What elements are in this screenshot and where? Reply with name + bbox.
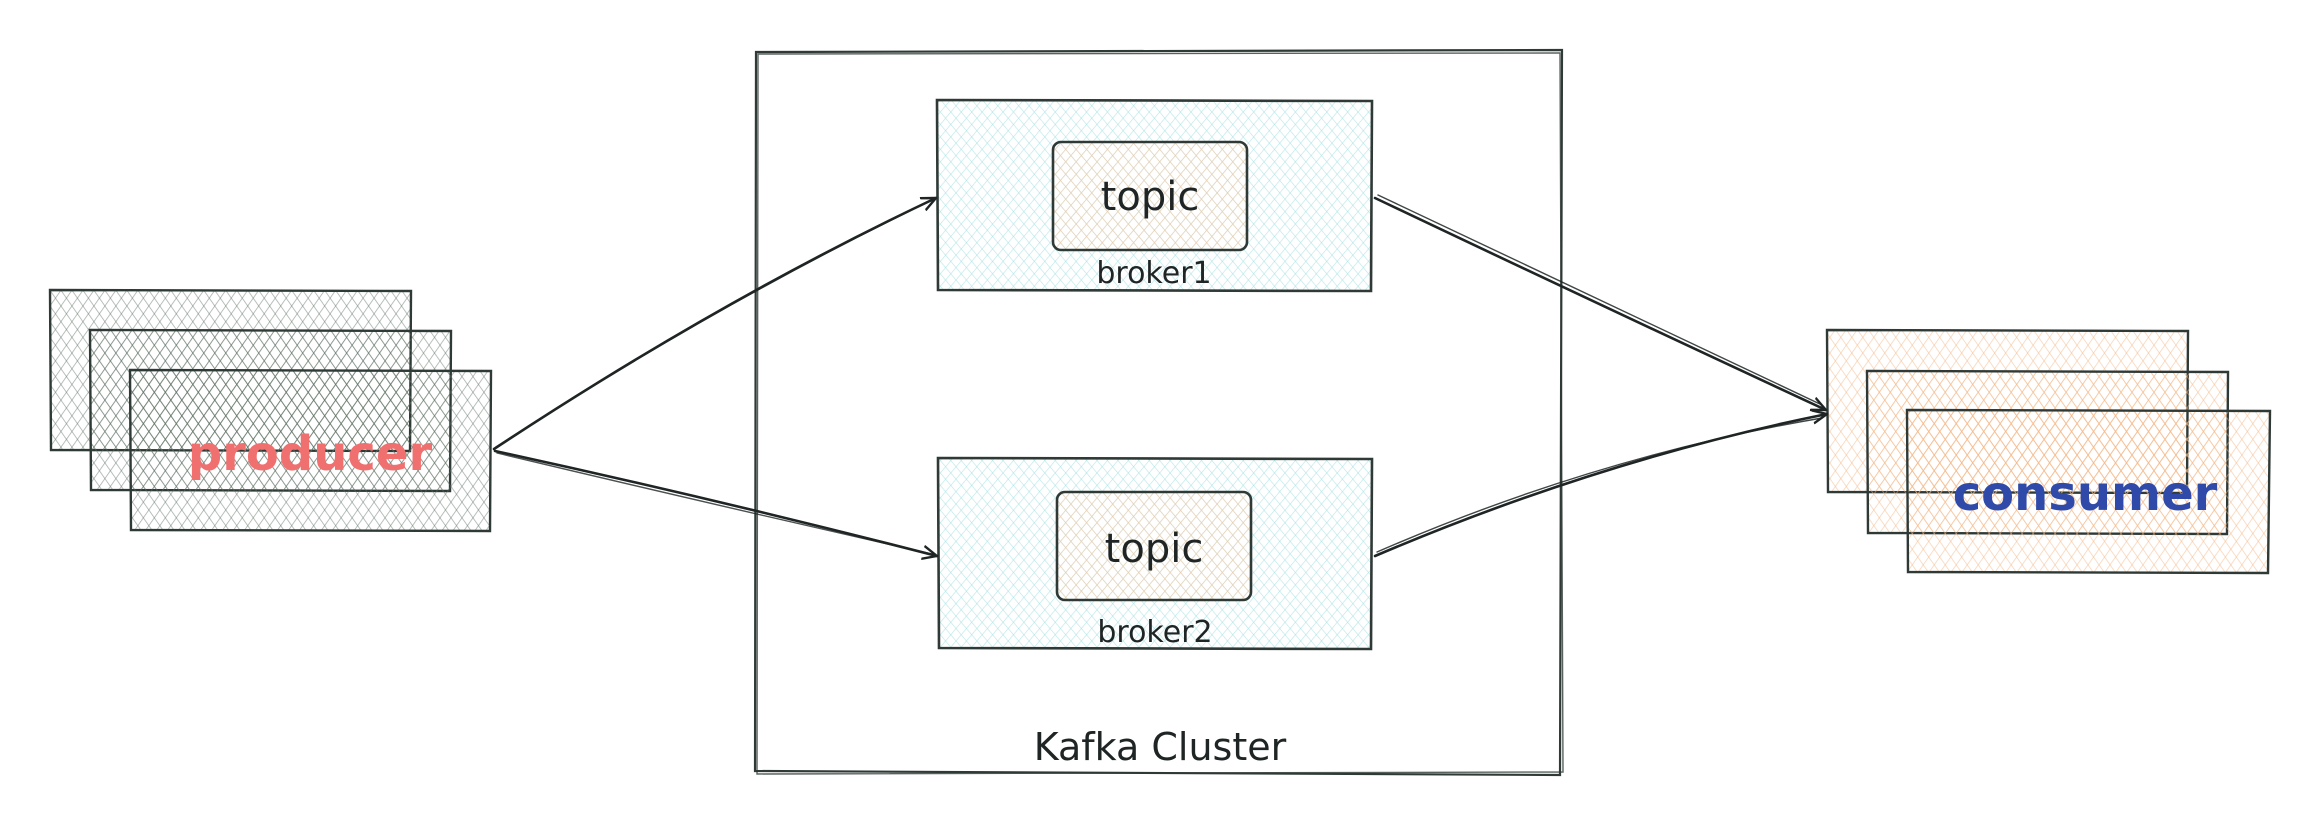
arrow-producer-to-broker2 (493, 449, 939, 556)
arrow-broker2-to-consumer (1373, 414, 1829, 558)
broker2-label: broker2 (1097, 615, 1212, 650)
consumer-card-front (1905, 408, 2272, 575)
arrow-broker2-to-consumer-sketch (1376, 417, 1823, 553)
producer-label: producer (188, 426, 433, 482)
arrow-broker1-to-consumer-sketch (1377, 194, 1823, 406)
broker2-topic-label: topic (1105, 526, 1204, 572)
producer-card-front (128, 368, 493, 533)
arrow-producer-to-broker1-sketch (495, 199, 933, 448)
consumer-stack: consumer (1825, 328, 2272, 575)
arrow-producer-to-broker2-sketch (496, 452, 933, 555)
arrow-producer-to-broker1 (492, 196, 938, 451)
broker2-box: topic broker2 (936, 456, 1374, 651)
producer-stack: producer (48, 288, 493, 533)
kafka-cluster-label: Kafka Cluster (1034, 725, 1287, 769)
arrows (492, 194, 1829, 558)
broker1-box: topic broker1 (935, 98, 1374, 293)
broker2-topic-box: topic (1055, 490, 1253, 602)
broker1-label: broker1 (1096, 256, 1211, 291)
broker1-topic-box: topic (1051, 140, 1249, 252)
broker1-topic-label: topic (1101, 174, 1200, 220)
kafka-cluster-box: Kafka Cluster (753, 48, 1564, 777)
consumer-label: consumer (1953, 466, 2218, 522)
arrow-broker1-to-consumer (1373, 196, 1828, 412)
